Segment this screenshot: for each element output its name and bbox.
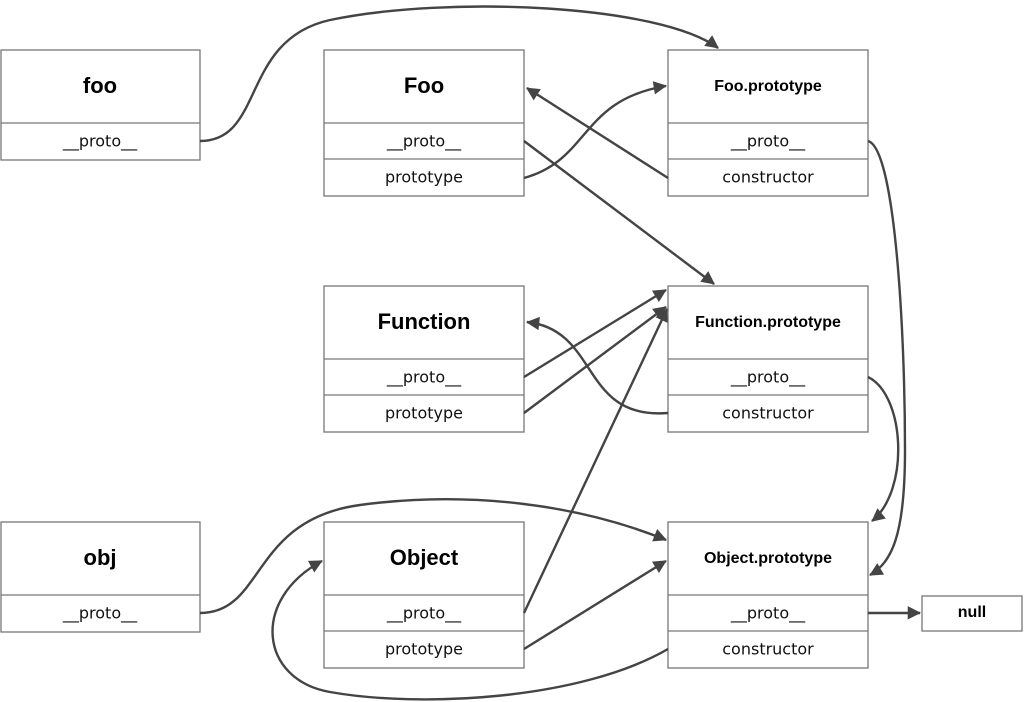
node-Foo-prototype: Foo.prototype __proto__ constructor bbox=[667, 49, 869, 197]
edge-Function-prototype-to-FunctionPrototype bbox=[523, 306, 667, 414]
edge-Object-proto-to-FunctionPrototype bbox=[522, 308, 669, 614]
edge-obj-proto-to-ObjectPrototype bbox=[199, 498, 668, 615]
field-prototype: prototype bbox=[385, 168, 463, 187]
field-proto: __proto__ bbox=[730, 604, 806, 624]
edge-Object-prototype-to-ObjectPrototype bbox=[523, 559, 667, 651]
node-obj: obj __proto__ bbox=[0, 521, 201, 633]
node-Object-prototype: Object.prototype __proto__ constructor bbox=[667, 521, 869, 669]
edge-Foo-prototype-to-FooPrototype bbox=[523, 81, 667, 180]
edge-Foo-proto-to-FunctionPrototype bbox=[523, 140, 715, 285]
field-constructor: constructor bbox=[722, 640, 814, 659]
edge-FunctionPrototype-proto-to-ObjectPrototype bbox=[867, 375, 900, 522]
node-foo: foo __proto__ bbox=[0, 49, 201, 161]
node-title: Function.prototype bbox=[695, 314, 841, 331]
node-title: obj bbox=[84, 545, 117, 570]
node-title: Foo bbox=[404, 73, 444, 98]
field-proto: __proto__ bbox=[386, 132, 462, 152]
edges bbox=[199, 5, 922, 701]
field-proto: __proto__ bbox=[730, 132, 806, 152]
edge-FooPrototype-constructor-to-Foo bbox=[526, 86, 669, 180]
edge-FooPrototype-proto-to-ObjectPrototype bbox=[867, 139, 907, 577]
node-title: Function bbox=[378, 309, 471, 334]
node-Object: Object __proto__ prototype bbox=[323, 521, 525, 669]
edge-ObjectPrototype-constructor-to-Object bbox=[271, 559, 669, 701]
node-title: Object.prototype bbox=[704, 550, 832, 567]
node-title: null bbox=[958, 604, 986, 621]
field-prototype: prototype bbox=[385, 404, 463, 423]
node-null: null bbox=[921, 595, 1023, 632]
field-constructor: constructor bbox=[722, 168, 814, 187]
edge-FunctionPrototype-constructor-to-Function bbox=[525, 316, 669, 415]
field-prototype: prototype bbox=[385, 640, 463, 659]
field-proto: __proto__ bbox=[730, 368, 806, 388]
edge-foo-proto-to-Foo-prototype bbox=[199, 5, 719, 143]
field-proto: __proto__ bbox=[62, 132, 138, 152]
node-title: foo bbox=[83, 73, 117, 98]
node-Function-prototype: Function.prototype __proto__ constructor bbox=[667, 285, 869, 433]
node-Function: Function __proto__ prototype bbox=[323, 285, 525, 433]
node-title: Foo.prototype bbox=[714, 78, 822, 95]
edge-Function-proto-to-FunctionPrototype bbox=[523, 288, 667, 379]
field-proto: __proto__ bbox=[386, 604, 462, 624]
node-title: Object bbox=[390, 545, 459, 570]
field-proto: __proto__ bbox=[386, 368, 462, 388]
field-proto: __proto__ bbox=[62, 604, 138, 624]
field-constructor: constructor bbox=[722, 404, 814, 423]
node-Foo: Foo __proto__ prototype bbox=[323, 49, 525, 197]
